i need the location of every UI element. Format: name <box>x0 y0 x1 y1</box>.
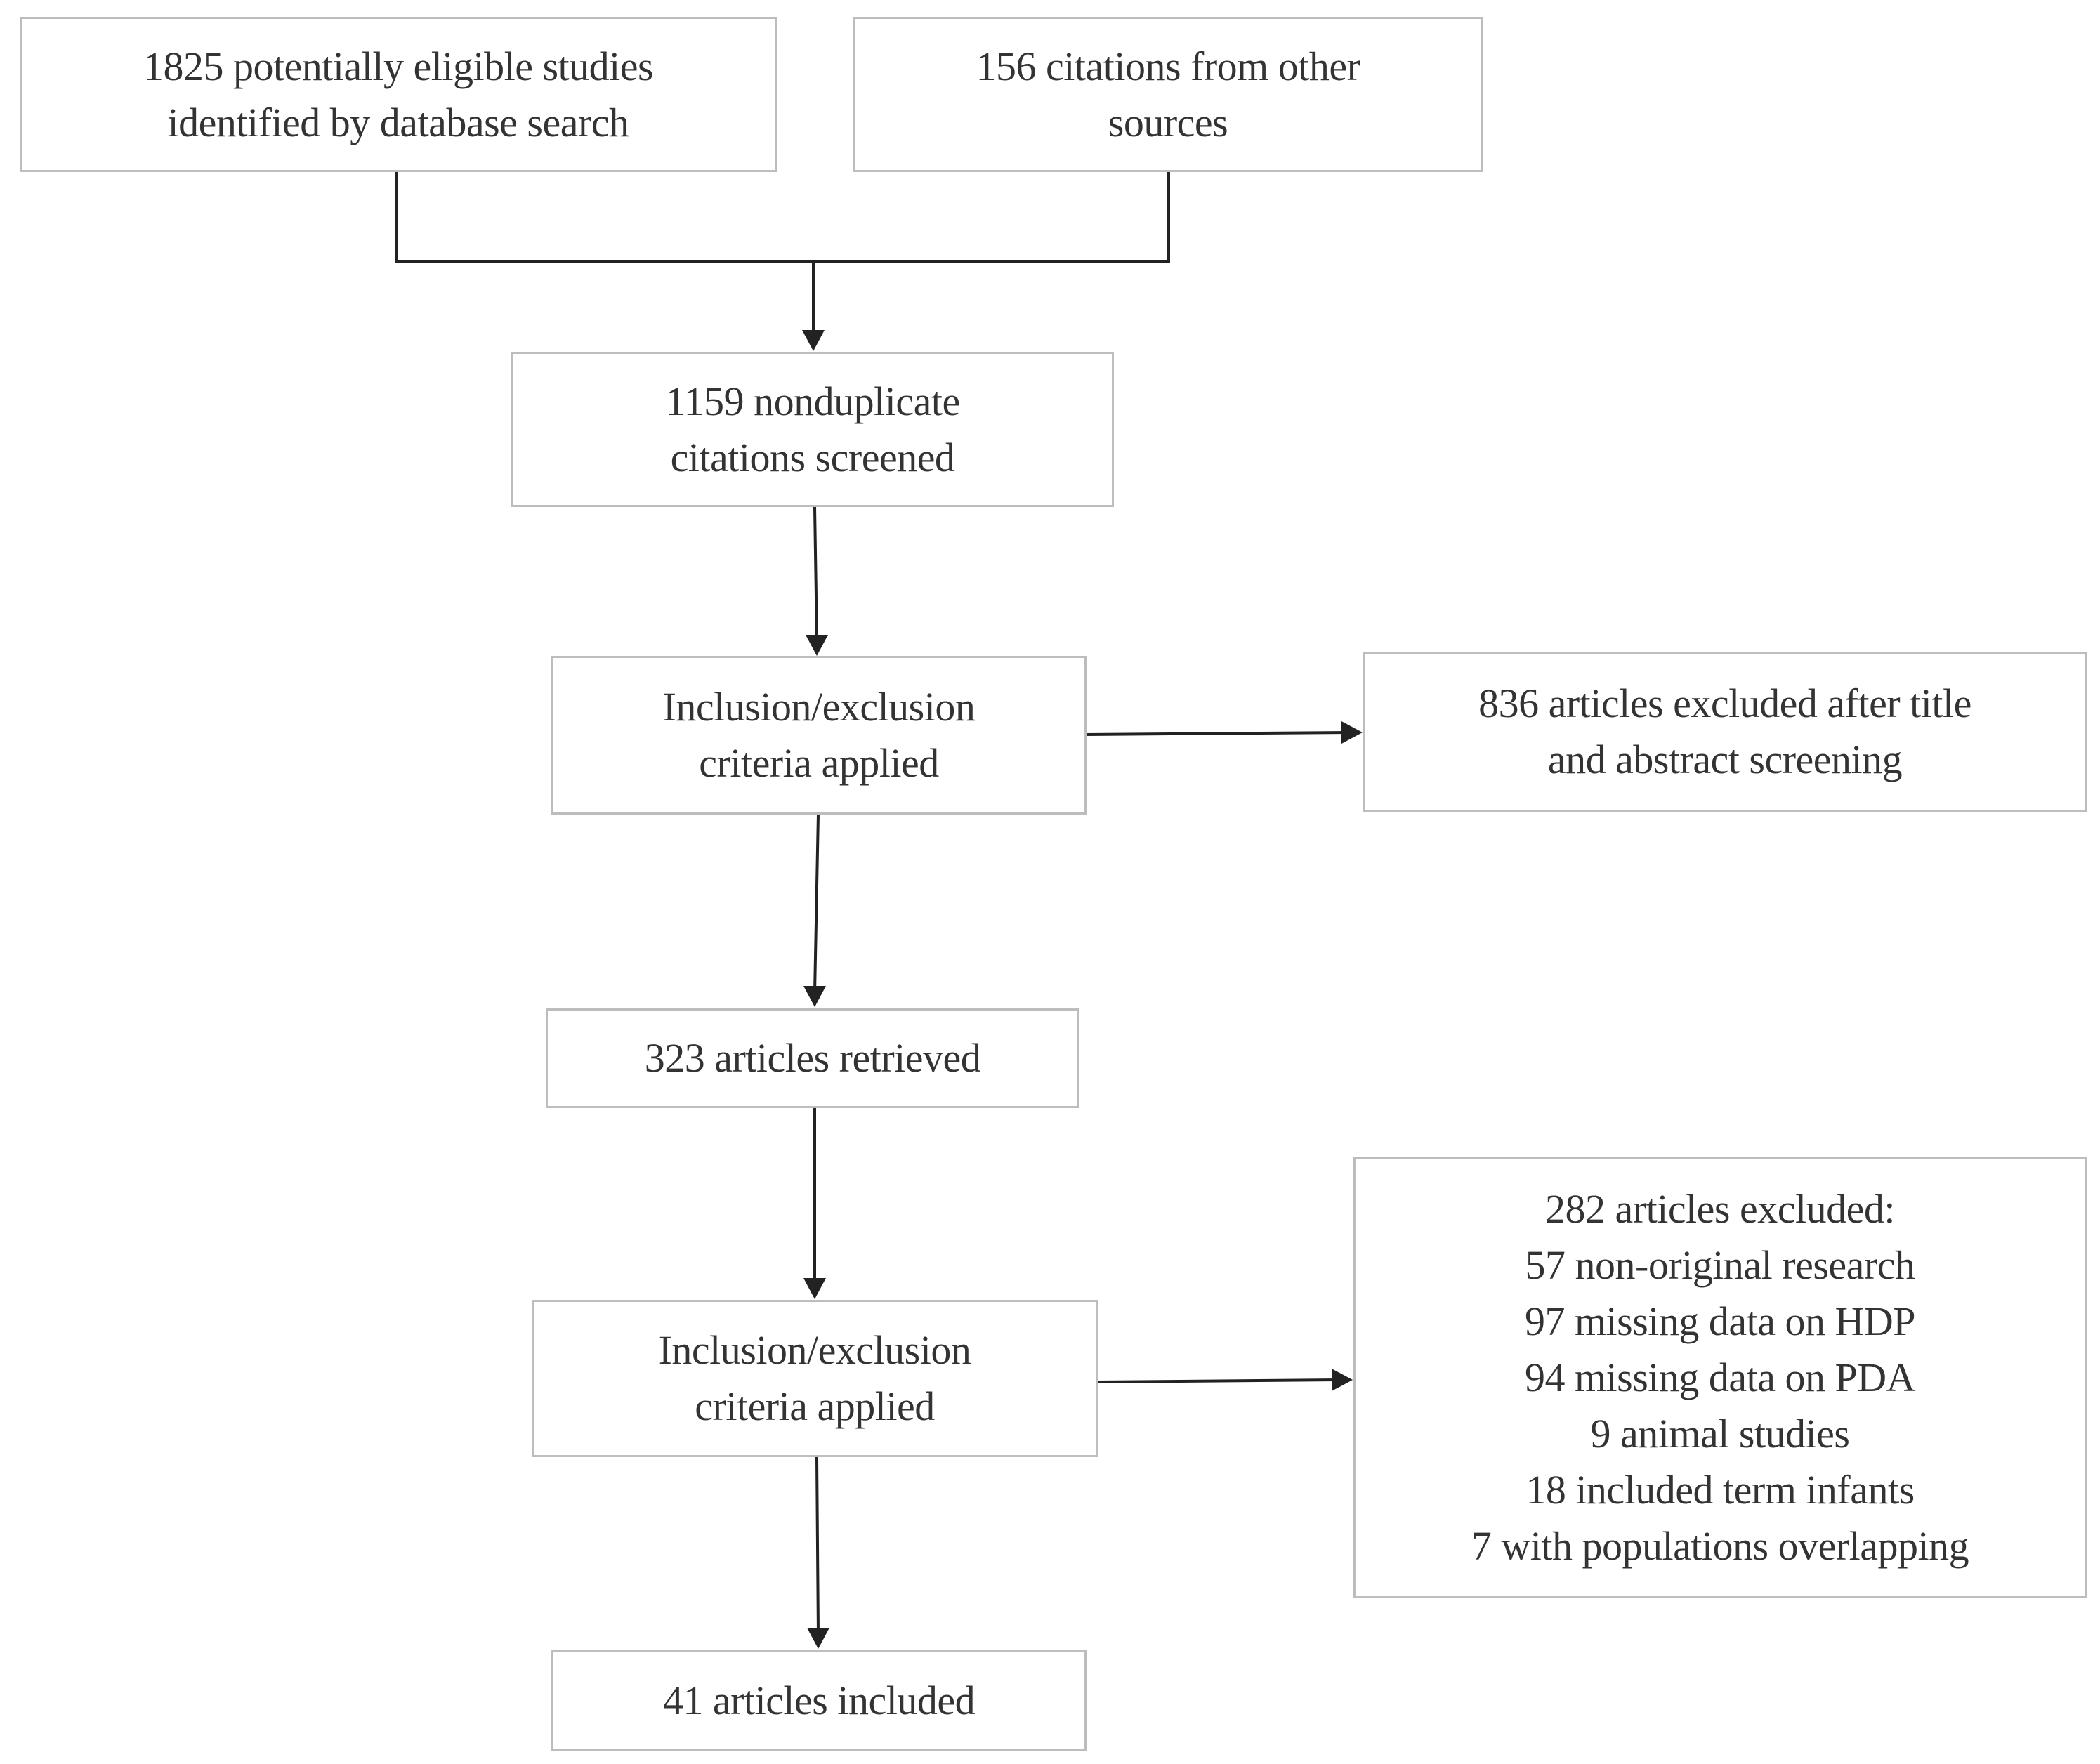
arrowhead-included <box>807 1628 829 1649</box>
box-text-line: sources <box>1108 99 1228 145</box>
articles-retrieved-box: 323 articles retrieved <box>546 1008 1079 1108</box>
arrowhead-screened <box>802 330 825 351</box>
arrow-to-excluded-2 <box>1097 1378 1339 1383</box>
box-text-line: 97 missing data on HDP <box>1524 1298 1916 1344</box>
box-text-line: criteria applied <box>695 1383 935 1429</box>
box-text-line: 282 articles excluded: <box>1545 1185 1895 1232</box>
criteria-applied-box-1: Inclusion/exclusion criteria applied <box>551 656 1087 815</box>
box-text-line: citations screened <box>670 434 955 480</box>
box-text-line: criteria applied <box>699 740 939 786</box>
articles-excluded-box: 282 articles excluded: 57 non-original r… <box>1353 1157 2087 1598</box>
box-text-line: 41 articles included <box>662 1678 976 1723</box>
excluded-after-screening-box: 836 articles excluded after title and ab… <box>1363 652 2087 812</box>
other-sources-box: 156 citations from other sources <box>853 17 1483 172</box>
arrowhead-excluded-2 <box>1332 1369 1353 1391</box>
box-text-line: 94 missing data on PDA <box>1524 1354 1916 1400</box>
arrowhead-excluded-1 <box>1341 721 1363 744</box>
box-text-line: 18 included term infants <box>1525 1466 1915 1513</box>
merge-connector <box>395 172 1170 263</box>
box-text-line: Inclusion/exclusion <box>662 684 976 730</box>
articles-included-box: 41 articles included <box>551 1650 1087 1751</box>
criteria-applied-box-2: Inclusion/exclusion criteria applied <box>532 1300 1098 1457</box>
arrow-to-retrieved <box>813 814 820 994</box>
box-text-line: 836 articles excluded after title <box>1478 680 1971 726</box>
arrowhead-criteria-1 <box>806 635 828 656</box>
arrowhead-retrieved <box>803 986 826 1007</box>
identified-by-database-box: 1825 potentially eligible studies identi… <box>20 17 777 172</box>
arrow-to-included <box>815 1456 820 1635</box>
box-text-line: 9 animal studies <box>1590 1410 1850 1456</box>
box-text-line: Inclusion/exclusion <box>658 1327 971 1373</box>
screened-box: 1159 nonduplicate citations screened <box>511 352 1114 507</box>
arrowhead-criteria-2 <box>803 1278 826 1299</box>
box-text-line: 7 with populations overlapping <box>1471 1522 1969 1569</box>
box-text-line: 57 non-original research <box>1525 1242 1915 1288</box>
arrow-to-excluded-1 <box>1086 731 1349 736</box>
arrow-to-criteria-1 <box>813 506 818 643</box>
box-text-line: 1159 nonduplicate <box>665 378 960 424</box>
box-text-line: identified by database search <box>167 99 629 145</box>
box-text-line: 156 citations from other <box>976 43 1360 89</box>
box-text-line: 1825 potentially eligible studies <box>143 43 654 89</box>
box-text-line: 323 articles retrieved <box>644 1035 981 1081</box>
box-text-line: and abstract screening <box>1547 737 1903 782</box>
